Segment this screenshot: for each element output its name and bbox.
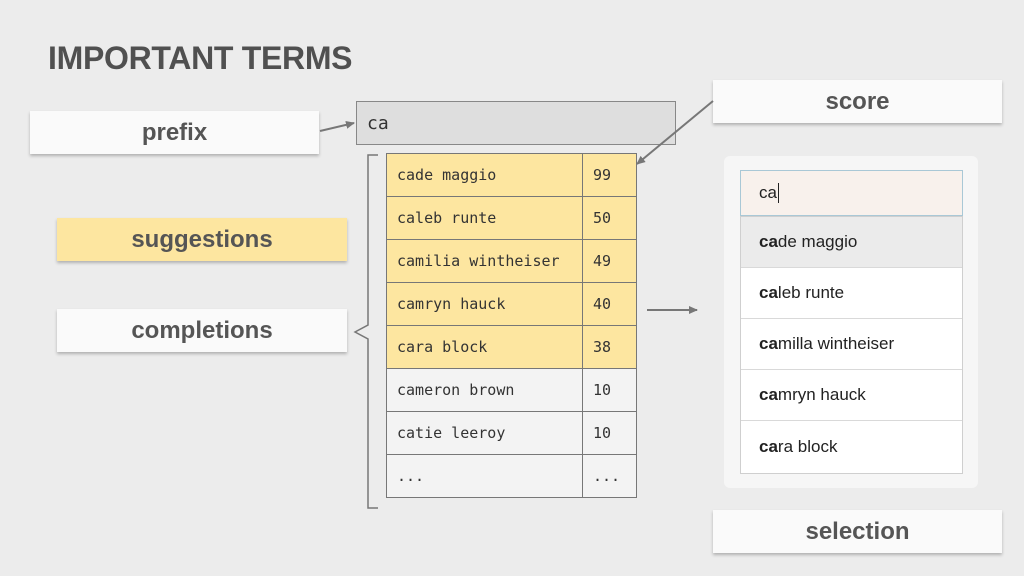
term-score: 49 [582, 239, 637, 283]
text-caret [777, 183, 779, 203]
prefix-label: prefix [30, 111, 319, 154]
suggestion-rest: milla wintheiser [777, 334, 895, 353]
term-name: cameron brown [386, 368, 583, 412]
term-name: cade maggio [386, 153, 583, 197]
term-score: 40 [582, 282, 637, 326]
suggestion-match: ca [759, 436, 778, 456]
term-score: 99 [582, 153, 637, 197]
search-input[interactable]: ca [740, 170, 963, 216]
completions-brace [353, 154, 378, 509]
term-score: 10 [582, 368, 637, 412]
score-arrow [636, 100, 714, 165]
completions-label: completions [57, 309, 347, 352]
term-row: ...... [386, 454, 637, 498]
term-name: catie leeroy [386, 411, 583, 455]
term-score: 50 [582, 196, 637, 240]
term-score: 10 [582, 411, 637, 455]
suggestion-match: ca [759, 232, 778, 251]
term-name: cara block [386, 325, 583, 369]
prefix-box: ca [356, 101, 676, 145]
term-score: 38 [582, 325, 637, 369]
suggestion-rest: leb runte [777, 283, 845, 302]
term-name: ... [386, 454, 583, 498]
selection-label: selection [713, 510, 1002, 553]
score-label: score [713, 80, 1002, 123]
term-name: camryn hauck [386, 282, 583, 326]
page-title: IMPORTANT TERMS [48, 40, 353, 76]
term-name: caleb runte [386, 196, 583, 240]
term-name: camilia wintheiser [386, 239, 583, 283]
prefix-arrow [319, 120, 355, 132]
term-score: ... [582, 454, 637, 498]
search-input-value: ca [759, 183, 777, 202]
suggestion-rest: ra block [777, 436, 838, 456]
prefix-value: ca [367, 112, 389, 134]
suggestion-match: ca [759, 385, 778, 404]
suggestion-rest: de maggio [777, 232, 858, 251]
suggestion-match: ca [759, 283, 778, 302]
suggestion-rest: mryn hauck [777, 385, 866, 404]
suggestions-label: suggestions [57, 218, 347, 261]
suggestion-match: ca [759, 334, 778, 353]
